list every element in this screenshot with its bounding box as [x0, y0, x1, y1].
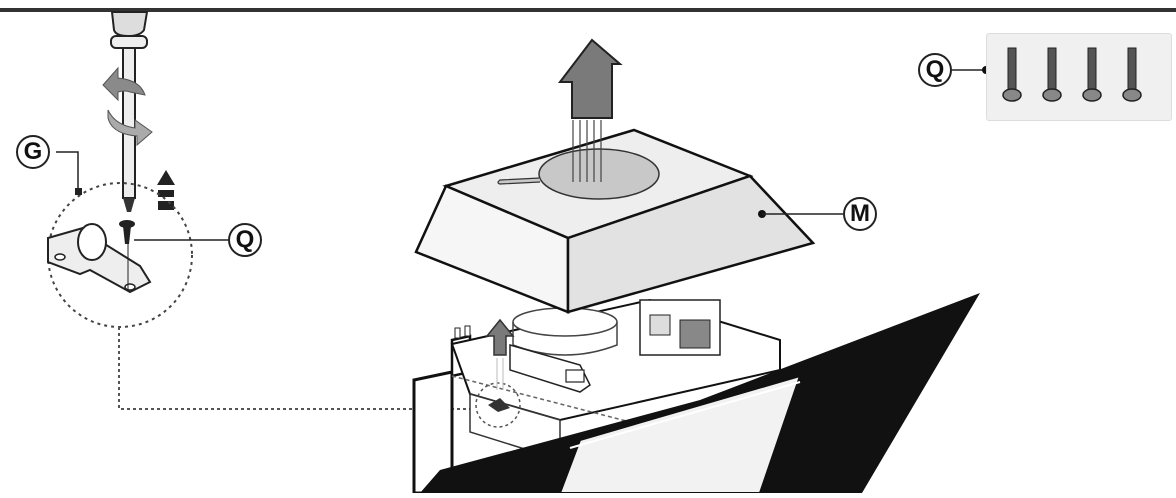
label-q-detail: Q [228, 223, 262, 257]
screw-icon [1042, 47, 1062, 102]
screwdriver-icon [110, 11, 149, 212]
rotate-unscrew-arrow-icon [102, 66, 153, 147]
label-q-parts: Q [918, 53, 952, 87]
screw-icon [1082, 47, 1102, 102]
lift-screw-arrow-icon [157, 170, 175, 210]
bracket-g-icon [47, 223, 152, 294]
parts-box [986, 33, 1172, 121]
screw-q-detail-icon [119, 220, 135, 290]
label-m: M [843, 197, 877, 231]
lift-cover-arrow-icon [557, 38, 623, 119]
cover-m [414, 120, 843, 314]
lift-bracket-arrow-icon [485, 318, 515, 390]
motor-housing [412, 298, 781, 495]
top-border [0, 8, 1176, 12]
screw-icon [1002, 47, 1022, 102]
hood-glass-panel [420, 293, 980, 494]
screws-icon-group [1002, 47, 1142, 102]
label-g: G [16, 135, 50, 169]
screw-icon [1122, 47, 1142, 102]
